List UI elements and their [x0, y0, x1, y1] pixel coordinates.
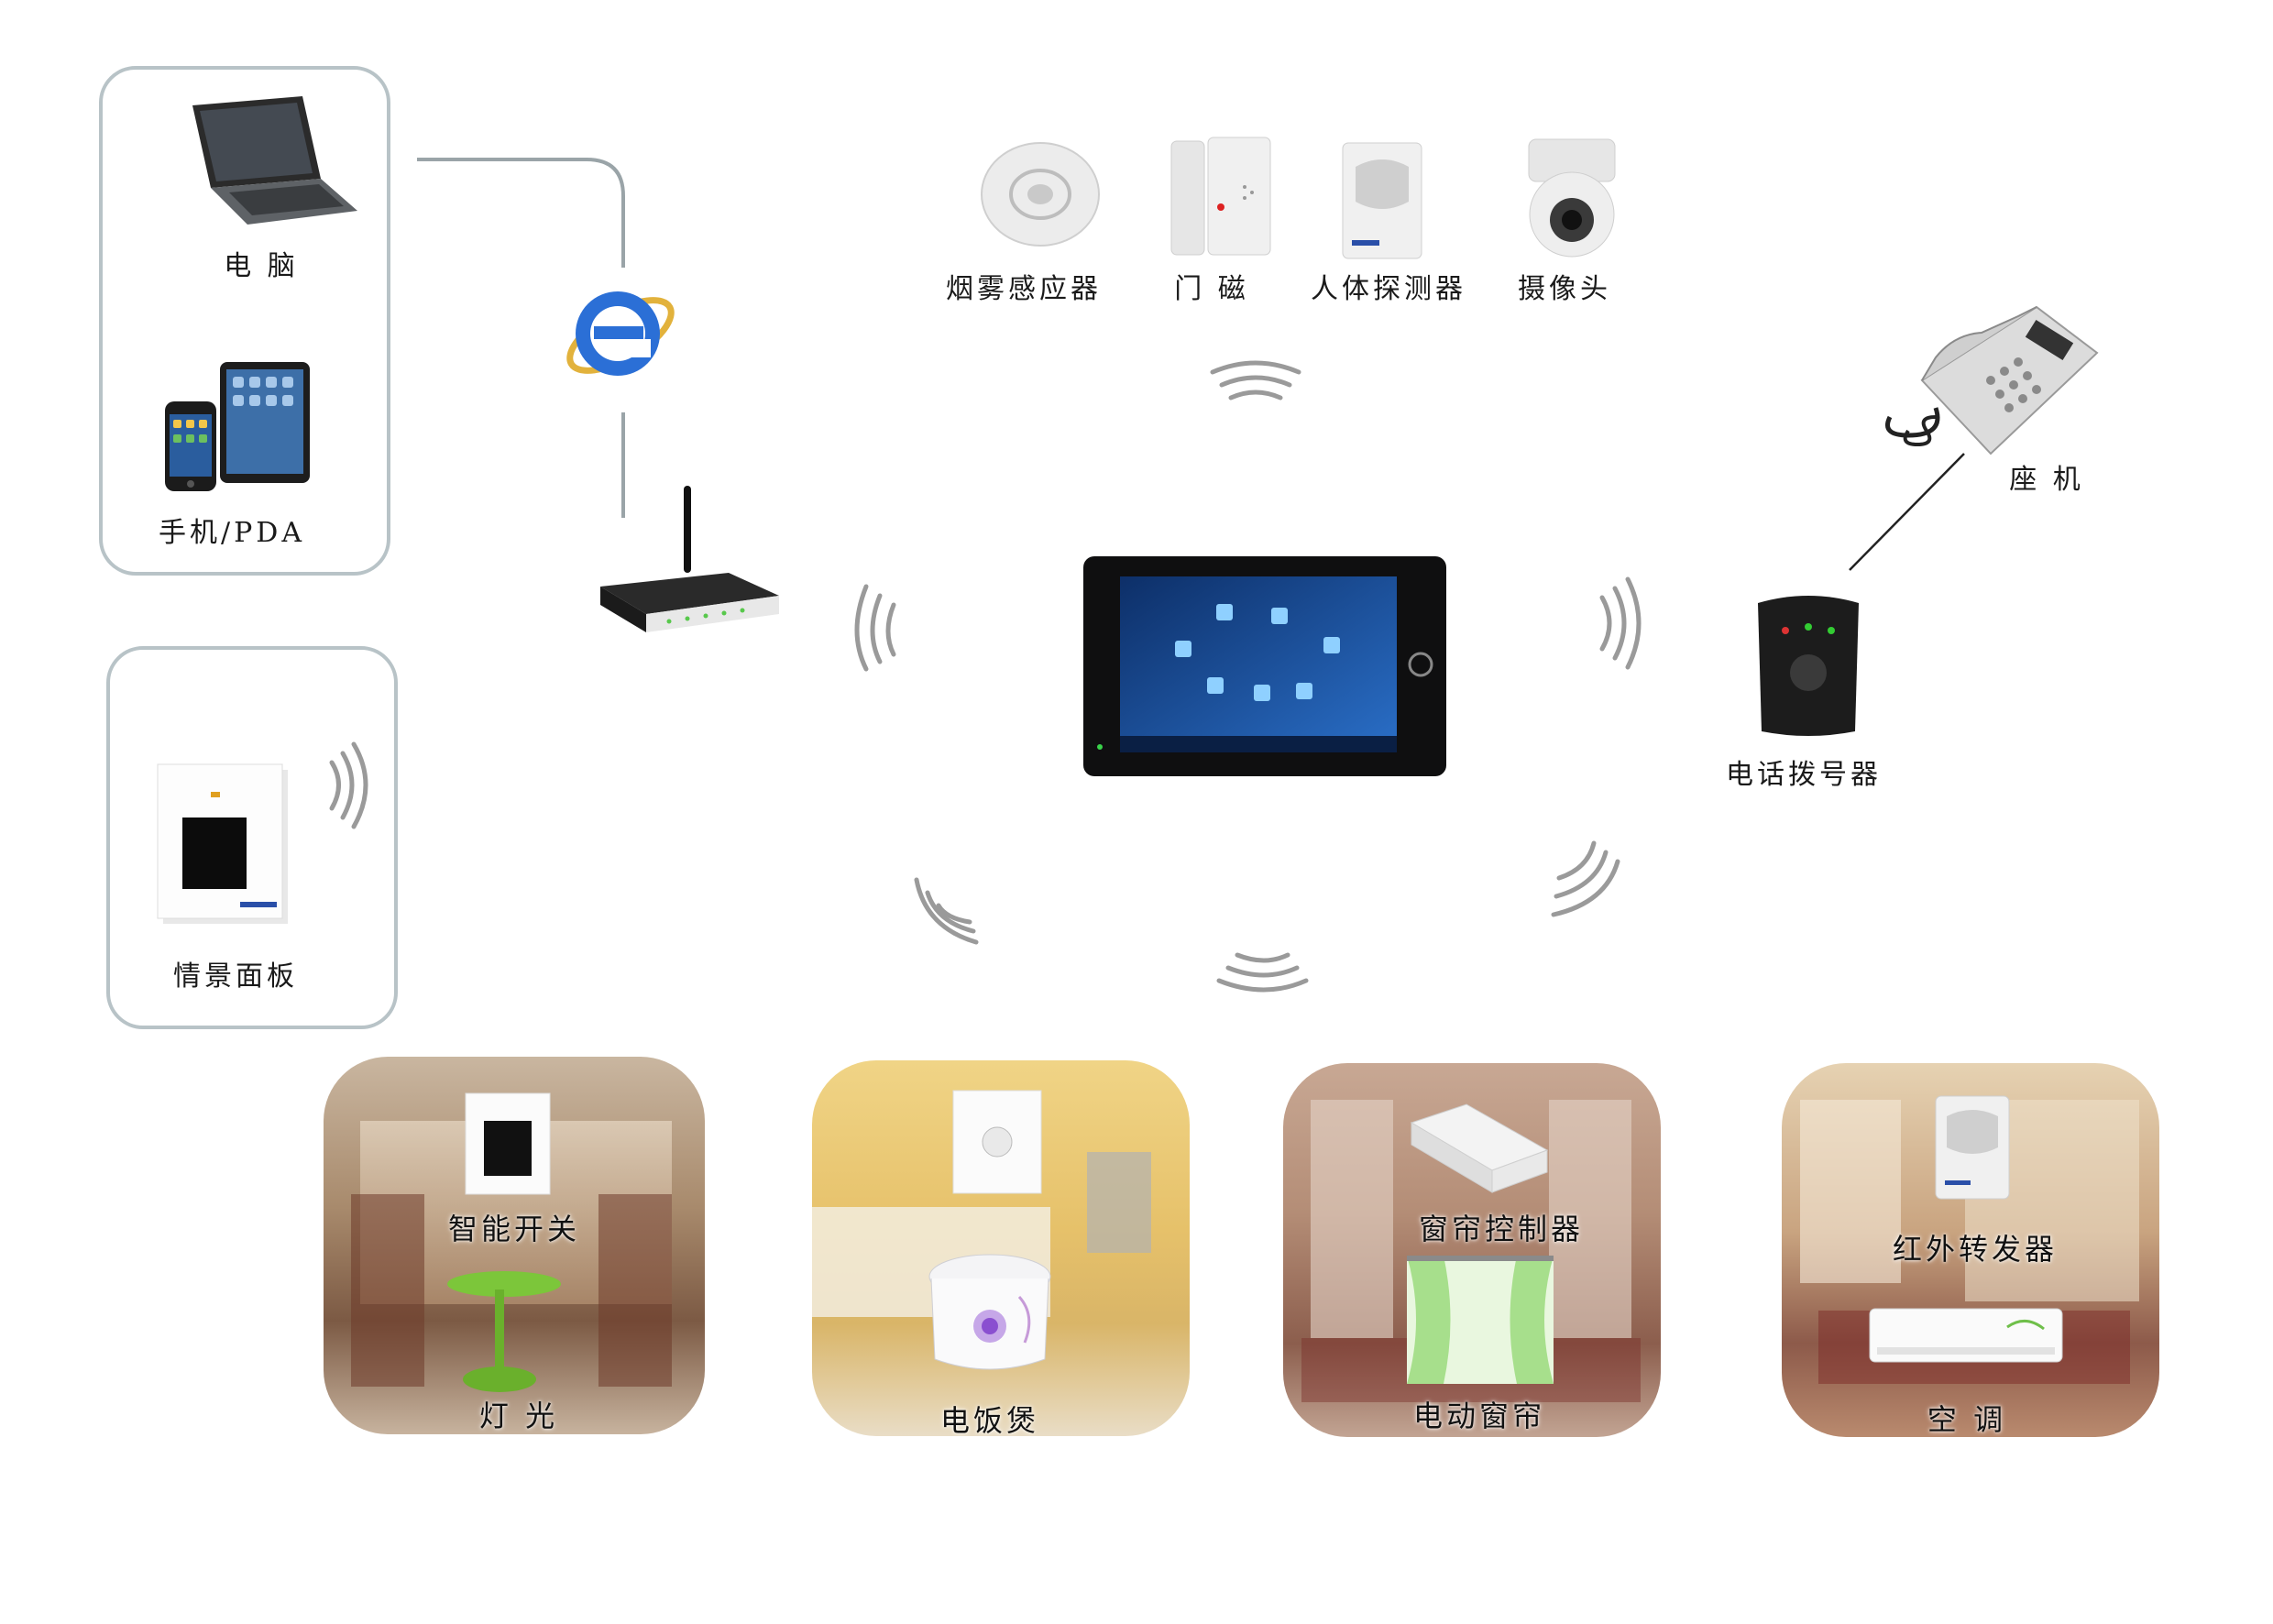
- computer-label: 电 脑: [224, 250, 299, 282]
- smoke-detector-label: 烟雾感应器: [946, 273, 1102, 305]
- smartphone-icon: [165, 401, 216, 491]
- curtain-controller-label: 窗帘控制器: [1418, 1212, 1585, 1246]
- laptop-icon: [192, 96, 357, 225]
- ir-transponder-icon: [1935, 1095, 2010, 1200]
- landline-label: 座 机: [2009, 464, 2084, 496]
- air-conditioner-label: 空 调: [1927, 1402, 2007, 1437]
- electric-curtain-icon: [1407, 1256, 1554, 1384]
- phone-dialer-label: 电话拨号器: [1726, 759, 1882, 791]
- rice-cooker-label: 电饭煲: [939, 1403, 1040, 1438]
- door-magnet-label: 门 磁: [1174, 273, 1249, 305]
- socket-panel-icon: [952, 1090, 1042, 1194]
- camera-label: 摄像头: [1518, 273, 1611, 305]
- smoke-detector-icon: [981, 142, 1100, 247]
- phone-dialer-icon: [1758, 596, 1859, 736]
- living-room-scene: [1283, 1063, 1661, 1437]
- smart-switch-label: 智能开关: [447, 1212, 581, 1246]
- tablet-icon: [220, 362, 310, 483]
- motion-detector-icon: [1342, 142, 1422, 259]
- internet-explorer-icon: [566, 291, 675, 376]
- electric-curtain-label: 电动窗帘: [1412, 1399, 1546, 1433]
- scene-panel-label: 情景面板: [173, 960, 298, 993]
- security-camera-icon: [1528, 138, 1616, 258]
- curtain-controller-icon: [1410, 1103, 1549, 1193]
- router-icon: [600, 486, 779, 632]
- air-conditioner-icon: [1869, 1308, 2063, 1363]
- ir-transponder-label: 红外转发器: [1892, 1232, 2059, 1267]
- motion-detector-label: 人体探测器: [1311, 273, 1466, 305]
- central-touch-panel-icon: [1083, 556, 1446, 776]
- desk-lamp-icon: [447, 1271, 561, 1392]
- door-magnet-icon: [1170, 137, 1271, 256]
- lighting-label: 灯 光: [478, 1399, 559, 1433]
- smart-switch-icon: [465, 1092, 551, 1195]
- landline-phone-icon: [1885, 305, 2099, 455]
- rice-cooker-icon: [928, 1254, 1051, 1370]
- scene-panel-device-icon: [157, 763, 288, 924]
- mobile-label: 手机/PDA: [158, 517, 306, 549]
